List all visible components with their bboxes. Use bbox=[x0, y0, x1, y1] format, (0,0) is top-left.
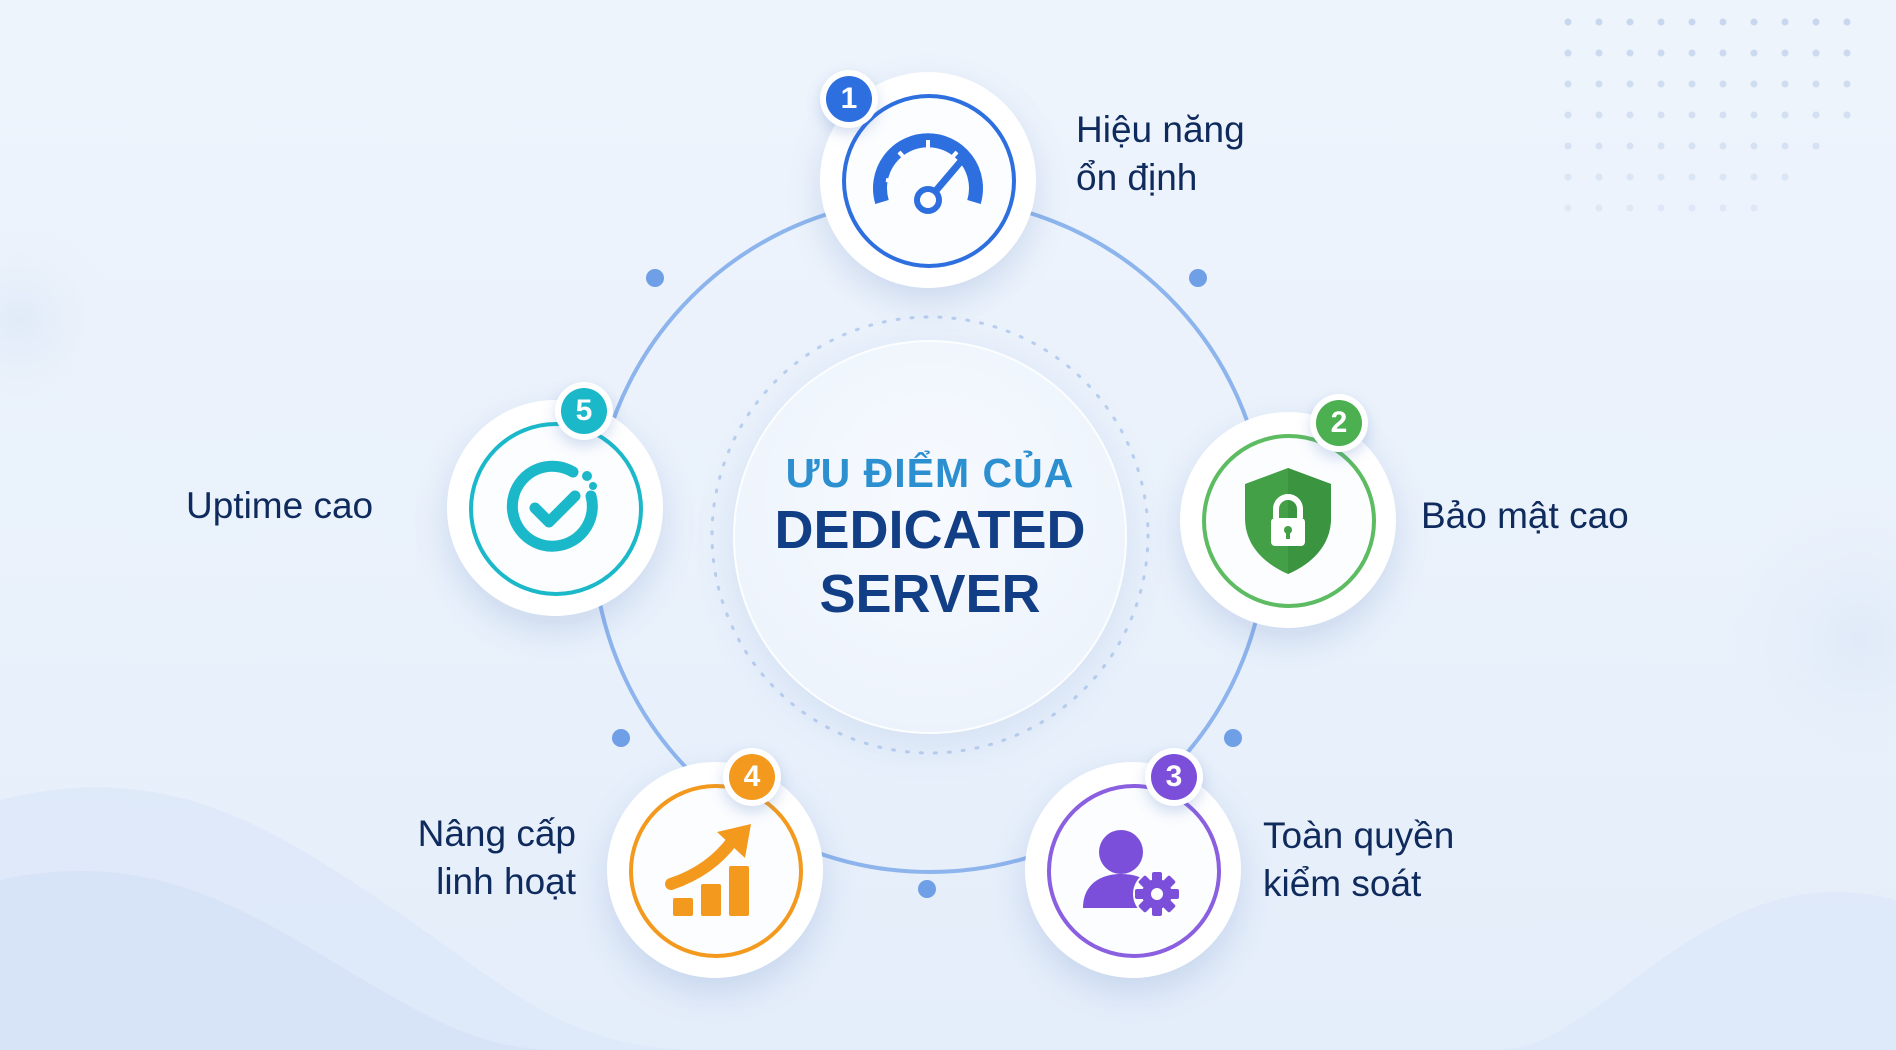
feature-node-performance: 1 bbox=[820, 70, 1036, 288]
badge-number-2: 2 bbox=[1316, 400, 1362, 446]
badge-number-3: 3 bbox=[1151, 754, 1197, 800]
connector-dot bbox=[1224, 729, 1242, 747]
feature-node-security: 2 bbox=[1180, 394, 1396, 628]
connector-dot bbox=[1189, 269, 1207, 287]
feature-label-uptime: Uptime cao bbox=[186, 485, 374, 526]
user-gear-icon bbox=[1067, 804, 1199, 936]
connector-dot bbox=[646, 269, 664, 287]
feature-node-scalability: 4 bbox=[607, 748, 823, 978]
feature-label-scalability: Nâng cấp linh hoạt bbox=[417, 813, 576, 902]
feature-node-control: 3 bbox=[1025, 748, 1241, 978]
center-title-line-2: DEDICATED bbox=[774, 500, 1086, 560]
growth-chart-icon bbox=[649, 804, 781, 936]
connector-dot bbox=[918, 880, 936, 898]
badge-number-4: 4 bbox=[729, 754, 775, 800]
center-title-line-1: ƯU ĐIỂM CỦA bbox=[785, 450, 1075, 496]
feature-label-control: Toàn quyền kiểm soát bbox=[1263, 815, 1455, 904]
check-circle-icon bbox=[489, 442, 621, 574]
center-title: ƯU ĐIỂM CỦA DEDICATED SERVER bbox=[733, 340, 1127, 734]
feature-label-security: Bảo mật cao bbox=[1421, 495, 1629, 536]
badge-number-1: 1 bbox=[826, 76, 872, 122]
connector-dot bbox=[612, 729, 630, 747]
center-disc bbox=[733, 340, 1127, 734]
speedometer-icon bbox=[862, 114, 994, 246]
center-title-line-3: SERVER bbox=[819, 564, 1041, 624]
feature-node-uptime: 5 bbox=[447, 382, 663, 616]
shield-lock-icon bbox=[1222, 454, 1354, 586]
badge-number-5: 5 bbox=[561, 388, 607, 434]
feature-label-performance: Hiệu năng ổn định bbox=[1076, 109, 1245, 198]
